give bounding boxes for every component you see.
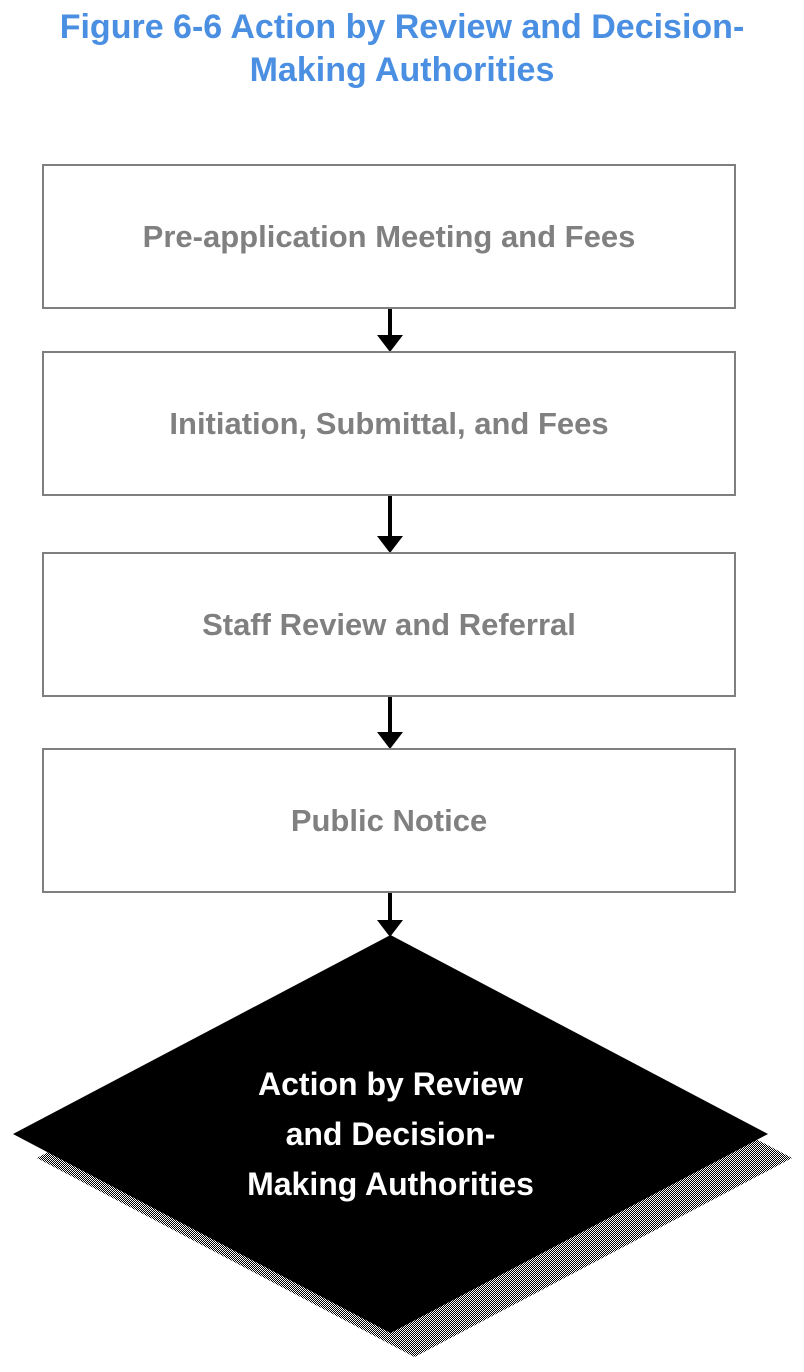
flow-step-label: Pre-application Meeting and Fees bbox=[142, 218, 636, 254]
decision-diamond: Action by Review and Decision- Making Au… bbox=[13, 935, 768, 1333]
flow-step-label: Initiation, Submittal, and Fees bbox=[169, 405, 609, 441]
arrow-shaft bbox=[388, 309, 392, 335]
arrow-head-icon bbox=[377, 920, 403, 937]
flow-step-label: Public Notice bbox=[290, 802, 488, 838]
arrow-down-icon bbox=[377, 893, 403, 937]
arrow-head-icon bbox=[377, 536, 403, 553]
arrow-shaft bbox=[388, 697, 392, 732]
arrow-head-icon bbox=[377, 335, 403, 352]
arrow-down-icon bbox=[377, 697, 403, 749]
flow-step-public-notice: Public Notice bbox=[42, 748, 736, 893]
arrow-shaft bbox=[388, 893, 392, 920]
decision-line-3: Making Authorities bbox=[247, 1166, 534, 1202]
arrow-head-icon bbox=[377, 732, 403, 749]
decision-line-2: and Decision- bbox=[285, 1116, 496, 1152]
flow-step-pre-application-meeting: Pre-application Meeting and Fees bbox=[42, 164, 736, 309]
decision-line-1: Action by Review bbox=[258, 1066, 523, 1102]
arrow-shaft bbox=[388, 496, 392, 536]
arrow-down-icon bbox=[377, 496, 403, 553]
decision-diamond-label: Action by Review and Decision- Making Au… bbox=[247, 1059, 534, 1209]
flow-step-label: Staff Review and Referral bbox=[202, 606, 576, 642]
figure-title-line-2: Making Authorities bbox=[249, 51, 555, 89]
flow-step-staff-review-referral: Staff Review and Referral bbox=[42, 552, 736, 697]
figure-title-line-1: Figure 6-6 Action by Review and Decision… bbox=[59, 8, 745, 46]
figure-title: Figure 6-6 Action by Review and Decision… bbox=[0, 6, 804, 92]
flow-step-initiation-submittal: Initiation, Submittal, and Fees bbox=[42, 351, 736, 496]
arrow-down-icon bbox=[377, 309, 403, 352]
